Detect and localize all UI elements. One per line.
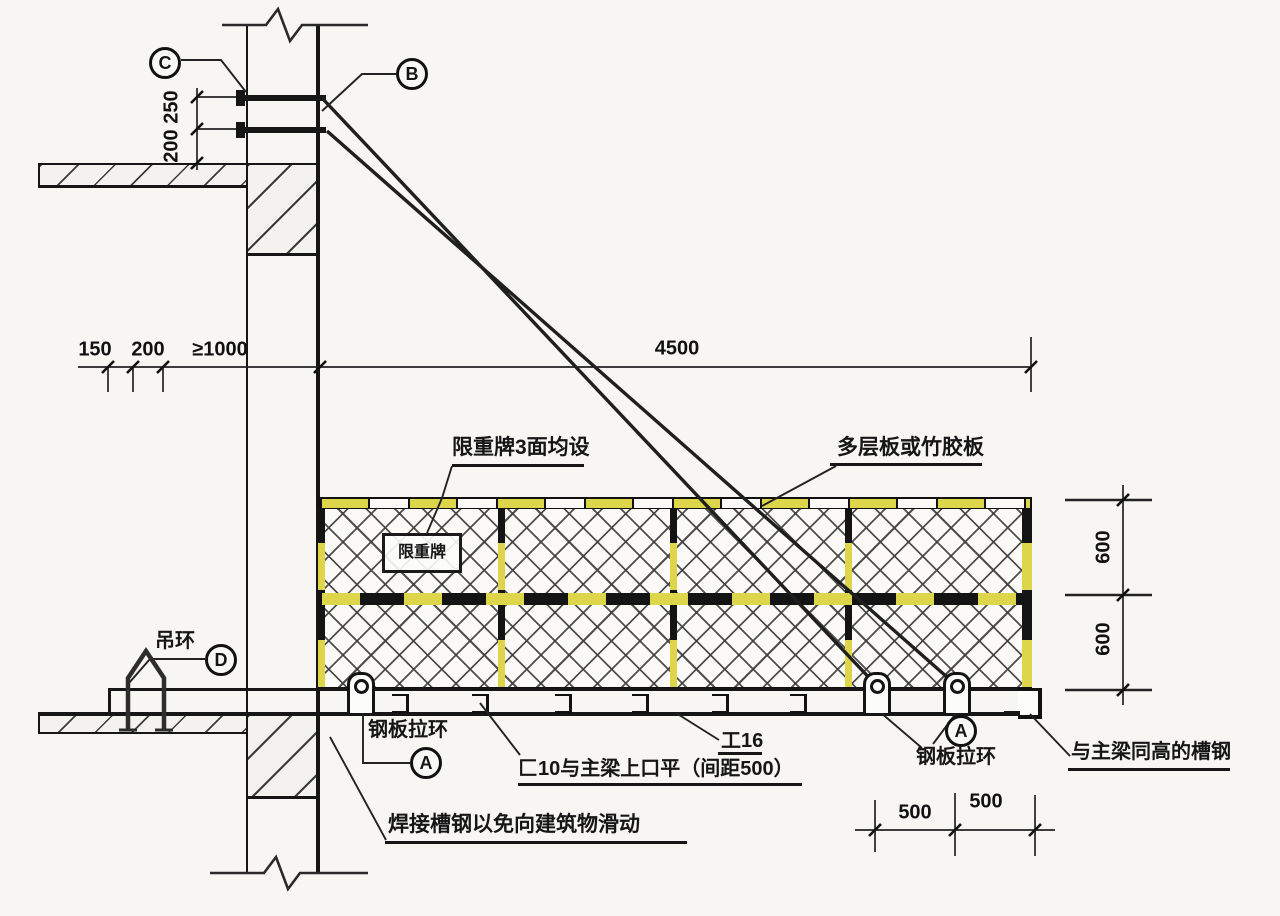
ibeam-underline: [718, 752, 762, 755]
anchor-bar-upper: [241, 95, 326, 101]
weld-note-label: 焊接槽钢以免向建筑物滑动: [388, 813, 640, 836]
channel-clip: [712, 694, 729, 713]
callout-c-letter: C: [158, 52, 172, 73]
weld-note-underline: [385, 841, 687, 844]
callout-b-letter: B: [405, 63, 419, 84]
edge-channel-underline: [1068, 768, 1230, 771]
dim-250: 250: [160, 90, 183, 124]
channel-note-label: 匚10与主梁上口平（间距500）: [518, 758, 794, 780]
limit-sign-board: 限重牌: [382, 533, 462, 573]
anchor-endplate-upper: [236, 90, 245, 106]
ring-hole: [869, 679, 885, 694]
dim-150: 150: [78, 338, 112, 361]
channel-note-underline: [518, 783, 802, 786]
dim-600-lower: 600: [1092, 622, 1115, 656]
beam-top-line: [108, 688, 1037, 691]
end-channel: [1018, 688, 1042, 719]
lower-column-hatch: [247, 716, 318, 799]
lower-slab-hatch: [38, 713, 249, 734]
plate-ring-left-label: 钢板拉环: [368, 719, 448, 741]
plywood-underline: [830, 463, 982, 466]
edge-channel-label: 与主梁同高的槽钢: [1071, 741, 1231, 763]
wall-outer-line: [316, 25, 320, 873]
dim-200-vert: 200: [160, 129, 183, 163]
upper-slab-hatch: [38, 163, 249, 188]
callout-d-letter: D: [214, 649, 228, 670]
dim-ge1000: ≥1000: [192, 338, 248, 361]
steel-plate-ring: [347, 672, 375, 713]
mid-rail: [318, 593, 1032, 605]
dim-600-upper: 600: [1092, 530, 1115, 564]
ring-hole: [949, 679, 965, 694]
callout-b: B: [396, 58, 428, 90]
sign-note-underline: [452, 464, 584, 467]
dim-200: 200: [131, 338, 165, 361]
callout-c: C: [149, 47, 181, 79]
hook-label: 吊环: [155, 630, 195, 652]
end-channel-foot: [1004, 711, 1020, 716]
beam-bottom-line: [38, 712, 1037, 716]
upper-column-hatch: [247, 163, 318, 256]
steel-plate-ring: [863, 672, 891, 713]
wall-inner-line: [246, 25, 248, 873]
channel-clip: [632, 694, 649, 713]
beam-left-cap: [108, 688, 111, 715]
dim-4500: 4500: [654, 337, 700, 360]
sign-note-label: 限重牌3面均设: [452, 436, 590, 459]
channel-clip: [392, 694, 409, 713]
channel-clip: [472, 694, 489, 713]
callout-d: D: [205, 644, 237, 676]
callout-a-right: A: [945, 715, 977, 747]
ring-hole: [353, 679, 369, 694]
plate-ring-right-label: 钢板拉环: [916, 746, 996, 768]
plywood-label: 多层板或竹胶板: [837, 436, 984, 459]
callout-a-left-letter: A: [419, 752, 433, 773]
platform: 限重牌: [318, 497, 1032, 692]
dim-500-left: 500: [898, 801, 932, 824]
channel-clip: [555, 694, 572, 713]
steel-plate-ring: [943, 672, 971, 713]
callout-a-left: A: [410, 747, 442, 779]
ibeam-label: 工16: [721, 730, 764, 752]
anchor-endplate-lower: [236, 122, 245, 138]
limit-sign-text: 限重牌: [397, 544, 446, 562]
dim-500-right: 500: [969, 790, 1003, 813]
anchor-bar-lower: [241, 127, 326, 133]
channel-clip: [790, 694, 807, 713]
dimension-lines: [78, 88, 1152, 856]
callout-a-right-letter: A: [954, 720, 968, 741]
